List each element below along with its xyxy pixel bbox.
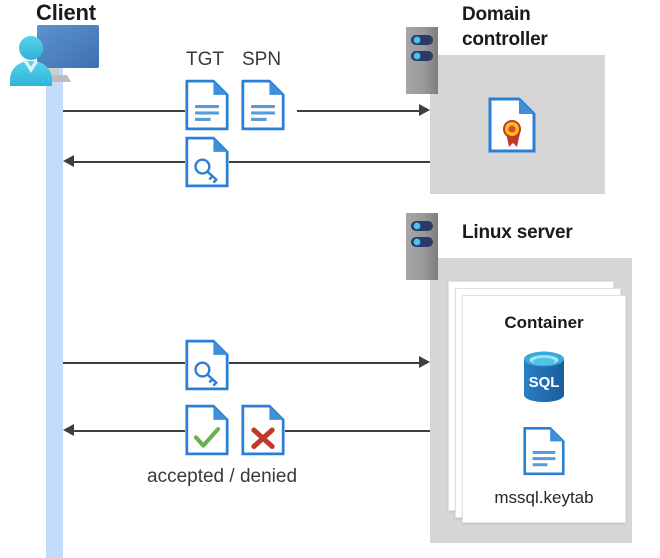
message-3-line-right xyxy=(229,362,419,364)
document-icon xyxy=(241,79,285,136)
message-2-line-right xyxy=(229,161,430,163)
domain-controller-title: Domain controller xyxy=(462,2,612,52)
domain-controller-title-line1: Domain xyxy=(462,4,531,25)
check-document-icon xyxy=(185,404,229,461)
spn-label: SPN xyxy=(242,49,282,70)
container-card-front: Container SQL xyxy=(462,295,626,523)
message-4-line-right xyxy=(285,430,430,432)
container-title: Container xyxy=(504,313,584,332)
linux-server-title: Linux server xyxy=(462,222,573,243)
message-2-line-left xyxy=(74,161,185,163)
message-1-line-left xyxy=(63,110,185,112)
message-4-arrowhead xyxy=(63,424,74,436)
message-1-line-right xyxy=(297,110,419,112)
sql-label: SQL xyxy=(529,374,560,391)
certificate-document-icon xyxy=(488,97,536,158)
key-document-icon xyxy=(185,339,229,396)
accepted-denied-label: accepted / denied xyxy=(147,466,298,487)
message-1-arrowhead xyxy=(419,104,430,116)
keytab-filename-label: mssql.keytab xyxy=(494,488,594,507)
key-document-icon xyxy=(185,136,229,193)
client-title: Client xyxy=(36,0,96,25)
message-2-arrowhead xyxy=(63,155,74,167)
document-icon xyxy=(185,79,229,136)
message-3-line-left xyxy=(63,362,185,364)
server-rack-icon xyxy=(406,213,438,280)
client-computer-icon xyxy=(6,20,102,88)
keytab-document-icon xyxy=(523,426,565,481)
server-rack-icon xyxy=(406,27,438,94)
cross-document-icon xyxy=(241,404,285,461)
sql-database-icon: SQL xyxy=(519,349,569,410)
client-lifeline xyxy=(46,62,63,558)
tgt-label: TGT xyxy=(186,49,224,70)
message-3-arrowhead xyxy=(419,356,430,368)
domain-controller-title-line2: controller xyxy=(462,29,548,50)
message-4-line-left xyxy=(74,430,185,432)
